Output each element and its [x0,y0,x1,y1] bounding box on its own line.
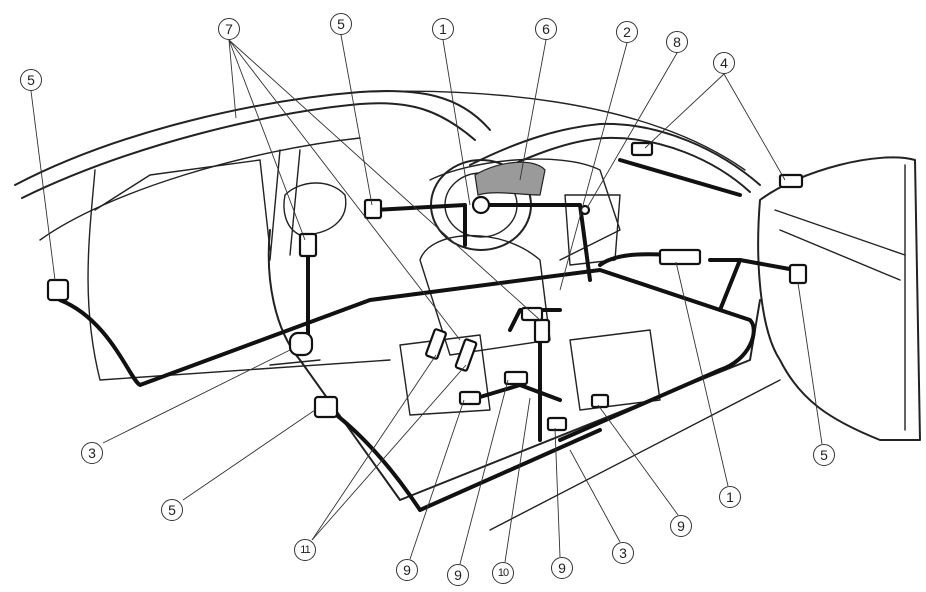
callout-1: 1 [432,18,454,40]
callout-6: 6 [535,18,557,40]
callout-1: 1 [719,486,741,508]
rear-side-sensor [46,278,70,302]
buckle-right [454,338,478,372]
car-body-outline [14,89,921,531]
upper-connector [363,198,383,220]
door-sensor [788,263,808,285]
wiring-harness [58,158,797,512]
callout-9: 9 [396,559,418,581]
leader-lines [30,34,823,565]
callout-3: 3 [612,542,634,564]
callout-7: 7 [218,18,240,40]
floor-connector [520,306,544,322]
callout-9: 9 [670,515,692,537]
control-unit [658,248,702,266]
seat-connector [533,318,551,344]
callout-5: 5 [330,13,352,35]
pillar-module [298,232,318,258]
callout-9: 9 [447,564,469,586]
callout-5: 5 [813,444,835,466]
buckle-left [425,328,447,360]
callout-9: 9 [551,557,573,579]
callout-11: 11 [294,539,316,561]
roof-module-right [778,173,804,189]
seat-connector-d [590,393,610,409]
lower-side-sensor [313,395,339,419]
seat-connector-b [503,370,529,386]
callout-5: 5 [20,69,42,91]
seat-connector-c [546,416,568,432]
callout-5: 5 [161,499,183,521]
seat-connector-a [458,390,482,406]
seatbelt-pretensioner [288,331,314,357]
callout-3: 3 [81,442,103,464]
callout-2: 2 [616,21,638,43]
callout-4: 4 [713,52,735,74]
components [46,141,808,432]
callout-8: 8 [666,31,688,53]
callout-10: 10 [492,562,514,584]
